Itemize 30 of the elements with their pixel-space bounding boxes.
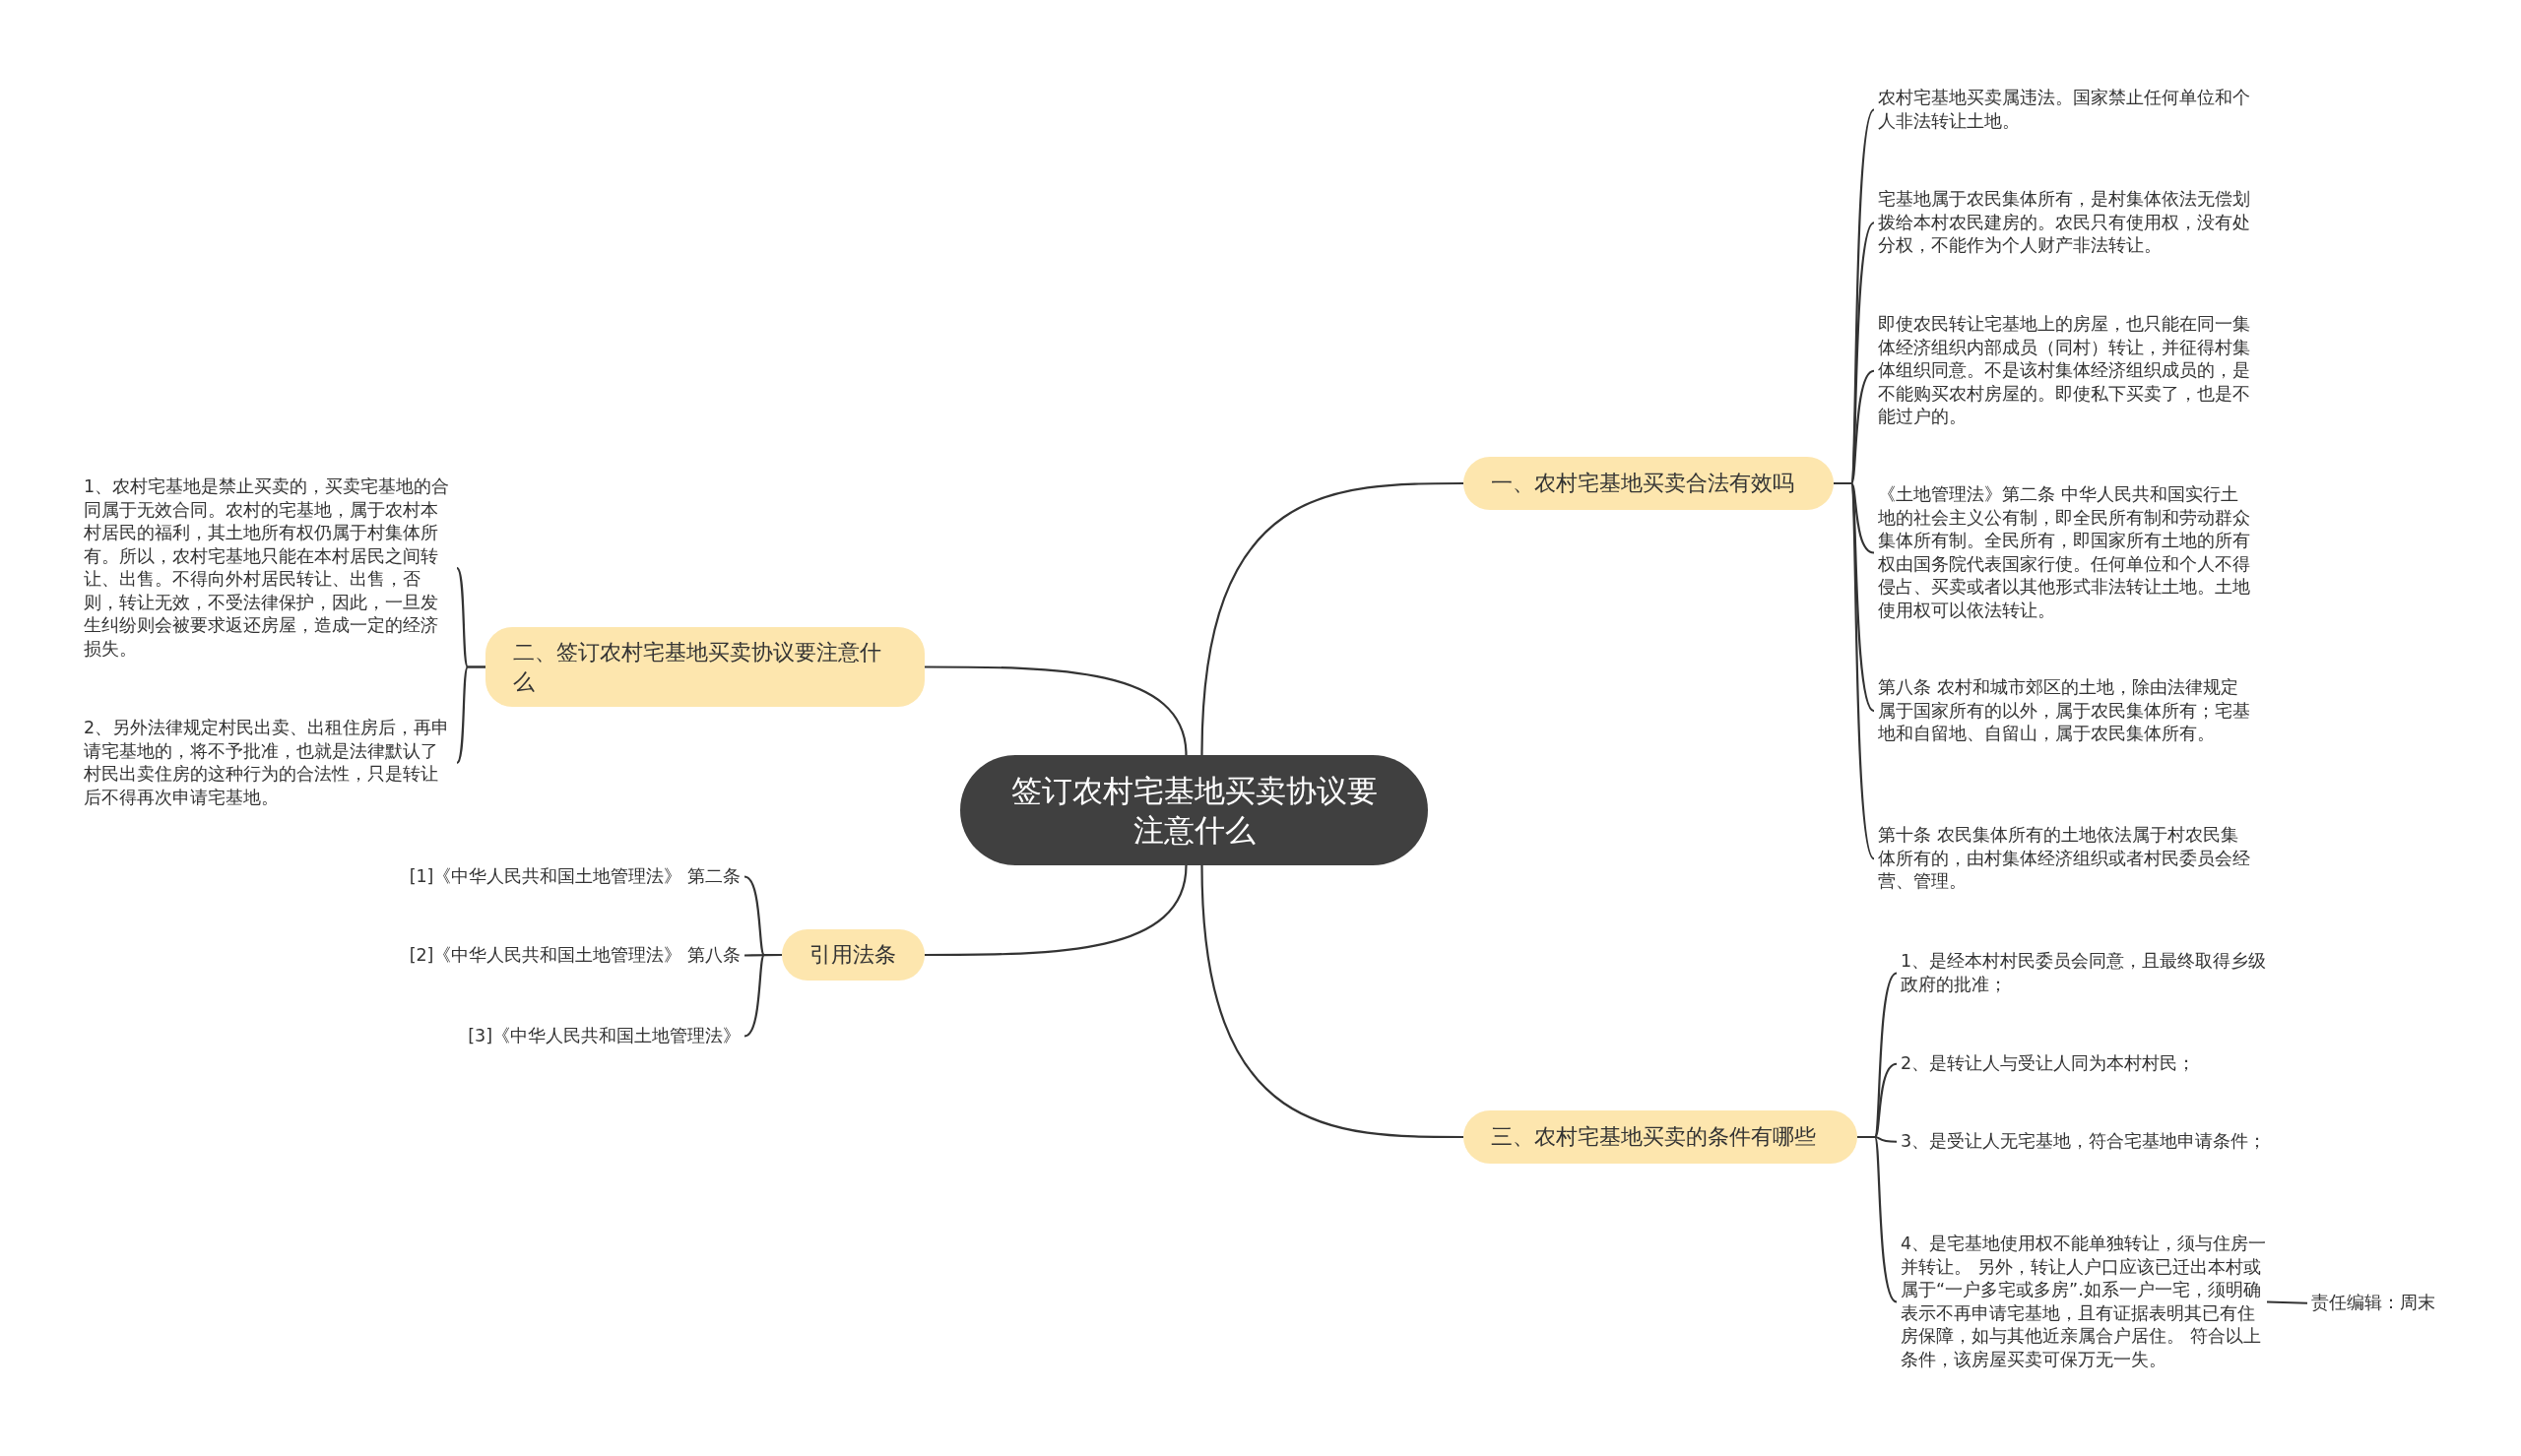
note-text: 3、是受让人无宅基地，符合宅基地申请条件； bbox=[1901, 1130, 2267, 1154]
note-text: 责任编辑：周末 bbox=[2311, 1292, 2435, 1315]
connector-line bbox=[1200, 864, 1463, 1139]
note-text: 1、农村宅基地是禁止买卖的，买卖宅基地的合同属于无效合同。农村的宅基地，属于农村本村居民的福利，其土地所有权仍属于村集体所有。所以，农村宅基地只能在本村居民之间转让、出售。不得向外村居民转让、出售，否则，转让无效，不受法律保护，因此，一旦发生纠纷则会被要求返还房屋，造成一定的经济损失。 bbox=[84, 475, 453, 661]
connector-line bbox=[925, 864, 1188, 957]
note-text: 《土地管理法》第二条 中华人民共和国实行土地的社会主义公有制，即全民所有制和劳动群众集体所有制。全民所有，即国家所有土地的所有权由国务院代表国家行使。任何单位和个人不得侵占、买卖或者以其他形式非法转让土地。土地使用权可以依法转让。 bbox=[1878, 483, 2252, 622]
note-text: 2、是转让人与受让人同为本村村民； bbox=[1901, 1052, 2267, 1076]
note-text: 第八条 农村和城市郊区的土地，除由法律规定属于国家所有的以外，属于农民集体所有；宅基地和自留地、自留山，属于农民集体所有。 bbox=[1878, 676, 2252, 746]
connector-line bbox=[456, 665, 485, 764]
branch-topic: 二、签订农村宅基地买卖协议要注意什么 bbox=[485, 627, 925, 707]
central-topic: 签订农村宅基地买卖协议要注意什么 bbox=[960, 755, 1428, 865]
note-text: 即使农民转让宅基地上的房屋，也只能在同一集体经济组织内部成员（同村）转让，并征得村集体组织同意。不是该村集体经济组织成员的，是不能购买农村房屋的。即使私下买卖了，也是不能过户的。 bbox=[1878, 313, 2252, 429]
note-text: 1、是经本村村民委员会同意，且最终取得乡级政府的批准； bbox=[1901, 950, 2267, 996]
branch-topic: 一、农村宅基地买卖合法有效吗 bbox=[1463, 457, 1834, 510]
reference-text: [2]《中华人民共和国土地管理法》 第八条 bbox=[409, 944, 741, 967]
note-text: 2、另外法律规定村民出卖、出租住房后，再申请宅基地的，将不予批准，也就是法律默认了村民出卖住房的这种行为的合法性，只是转让后不得再次申请宅基地。 bbox=[84, 717, 453, 809]
note-text: 第十条 农民集体所有的土地依法属于村农民集体所有的，由村集体经济组织或者村民委员会经营、管理。 bbox=[1878, 824, 2252, 894]
reference-text: [1]《中华人民共和国土地管理法》 第二条 bbox=[409, 865, 741, 888]
note-text: 宅基地属于农民集体所有，是村集体依法无偿划拨给本村农民建房的。农民只有使用权，没有处分权，不能作为个人财产非法转让。 bbox=[1878, 188, 2252, 258]
branch-topic: 三、农村宅基地买卖的条件有哪些 bbox=[1463, 1110, 1857, 1164]
connector-line bbox=[1200, 481, 1463, 756]
connector-line bbox=[1834, 481, 1875, 859]
connector-line bbox=[743, 953, 782, 1038]
note-text: 农村宅基地买卖属违法。国家禁止任何单位和个人非法转让土地。 bbox=[1878, 87, 2252, 133]
note-text: 4、是宅基地使用权不能单独转让，须与住房一并转让。 另外，转让人户口应该已迁出本村或属于“一户多宅或多房”.如系一户一宅，须明确表示不再申请宅基地，且有证据表明其已有住房保障，如与其他近亲属合户居住。 符合以上条件，该房屋买卖可保万无一失。 bbox=[1901, 1233, 2267, 1371]
reference-text: [3]《中华人民共和国土地管理法》 bbox=[468, 1025, 741, 1047]
branch-topic: 引用法条 bbox=[782, 929, 925, 981]
connector-line bbox=[925, 665, 1188, 756]
connector-line bbox=[1857, 1135, 1898, 1303]
connector-line bbox=[2266, 1300, 2308, 1304]
